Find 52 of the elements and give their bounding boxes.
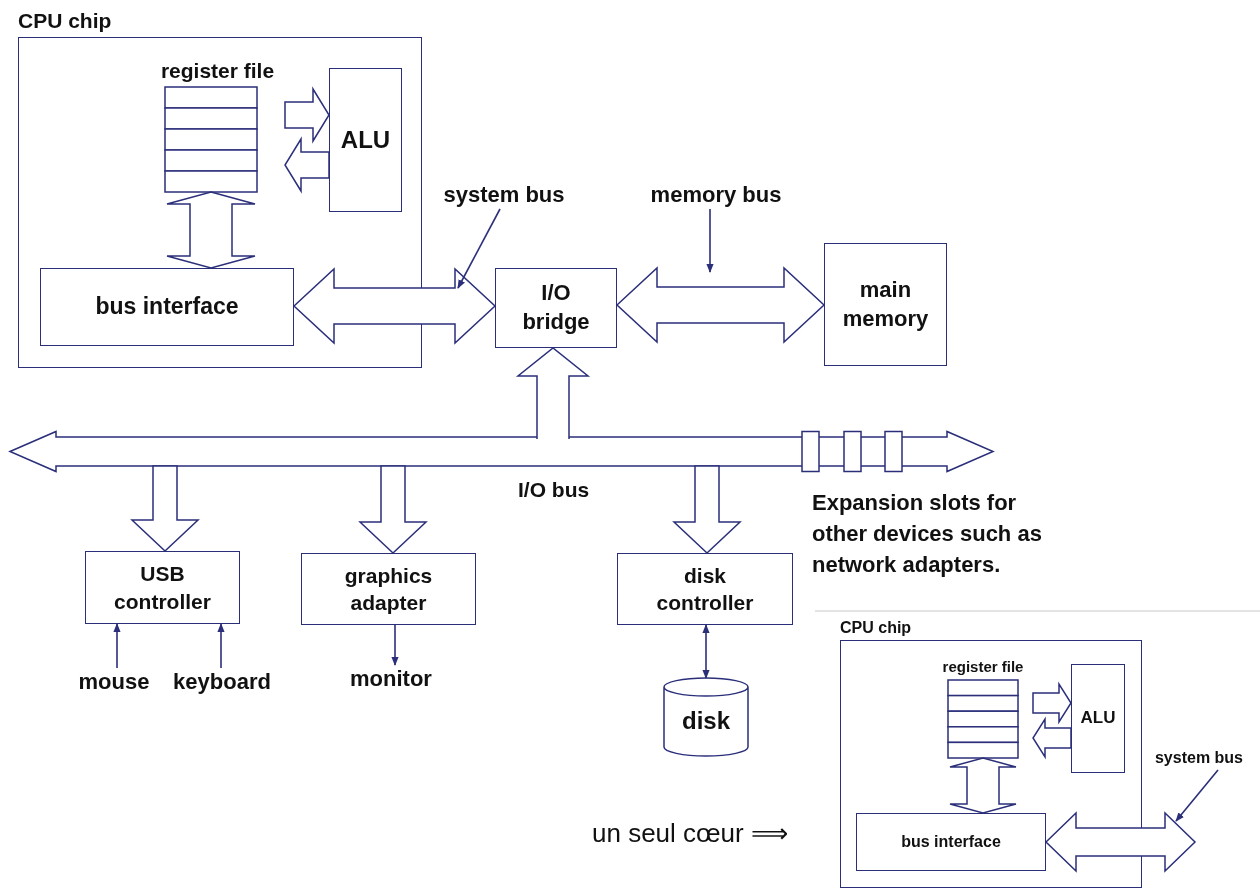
hollow-arrow <box>1032 716 1072 760</box>
component-label: main memory <box>841 275 930 333</box>
hollow-arrow <box>949 757 1017 814</box>
component-box <box>824 243 947 366</box>
register-file-heading: register file <box>941 657 1025 677</box>
caption-text: un seul cœur ⟹ <box>592 818 789 850</box>
component-box <box>85 551 240 624</box>
device-label: mouse <box>77 668 151 696</box>
device-label: system bus <box>442 181 566 209</box>
hollow-arrow <box>615 266 826 344</box>
hollow-arrow <box>130 465 200 553</box>
component-box <box>40 268 294 346</box>
component-label: ALU <box>1080 707 1116 730</box>
device-label: keyboard <box>172 668 272 696</box>
chip-heading: CPU chip <box>18 8 112 34</box>
component-label: bus interface <box>901 831 1001 852</box>
hollow-arrow <box>515 347 591 440</box>
arrow <box>113 623 121 669</box>
component-box <box>301 553 476 625</box>
hollow-arrow <box>284 136 330 194</box>
arrow <box>702 624 710 679</box>
hollow-arrow <box>166 191 256 269</box>
arrow <box>391 624 399 666</box>
hollow-arrow <box>292 267 497 345</box>
component-label: I/O bridge <box>521 279 591 336</box>
disk-label: disk <box>682 706 730 737</box>
device-label: memory bus <box>649 181 783 209</box>
bus-label: I/O bus <box>518 477 591 503</box>
component-box <box>495 268 617 348</box>
component-box <box>329 68 402 212</box>
chip-heading: CPU chip <box>840 618 912 638</box>
component-label: ALU <box>340 125 391 156</box>
leader-arrow <box>706 208 714 273</box>
component-box <box>617 553 793 625</box>
hollow-arrow <box>1032 681 1072 725</box>
register-file-heading: register file <box>159 58 276 84</box>
component-box <box>1071 664 1125 773</box>
component-label: USB controller <box>113 561 212 615</box>
component-label: disk controller <box>655 562 755 616</box>
device-label: monitor <box>349 665 433 693</box>
component-box <box>856 813 1046 871</box>
note-text: Expansion slots for other devices such as network adapters. <box>812 489 1043 579</box>
component-label: graphics adapter <box>343 562 434 616</box>
leader-arrow <box>457 208 501 289</box>
component-label: bus interface <box>95 292 239 322</box>
arrow <box>217 623 225 669</box>
hollow-arrow <box>1044 811 1197 873</box>
hollow-arrow <box>358 465 428 555</box>
device-label: system bus <box>1153 748 1244 768</box>
hollow-arrow <box>672 465 742 555</box>
hollow-arrow <box>284 86 330 144</box>
leader-arrow <box>1175 769 1219 822</box>
